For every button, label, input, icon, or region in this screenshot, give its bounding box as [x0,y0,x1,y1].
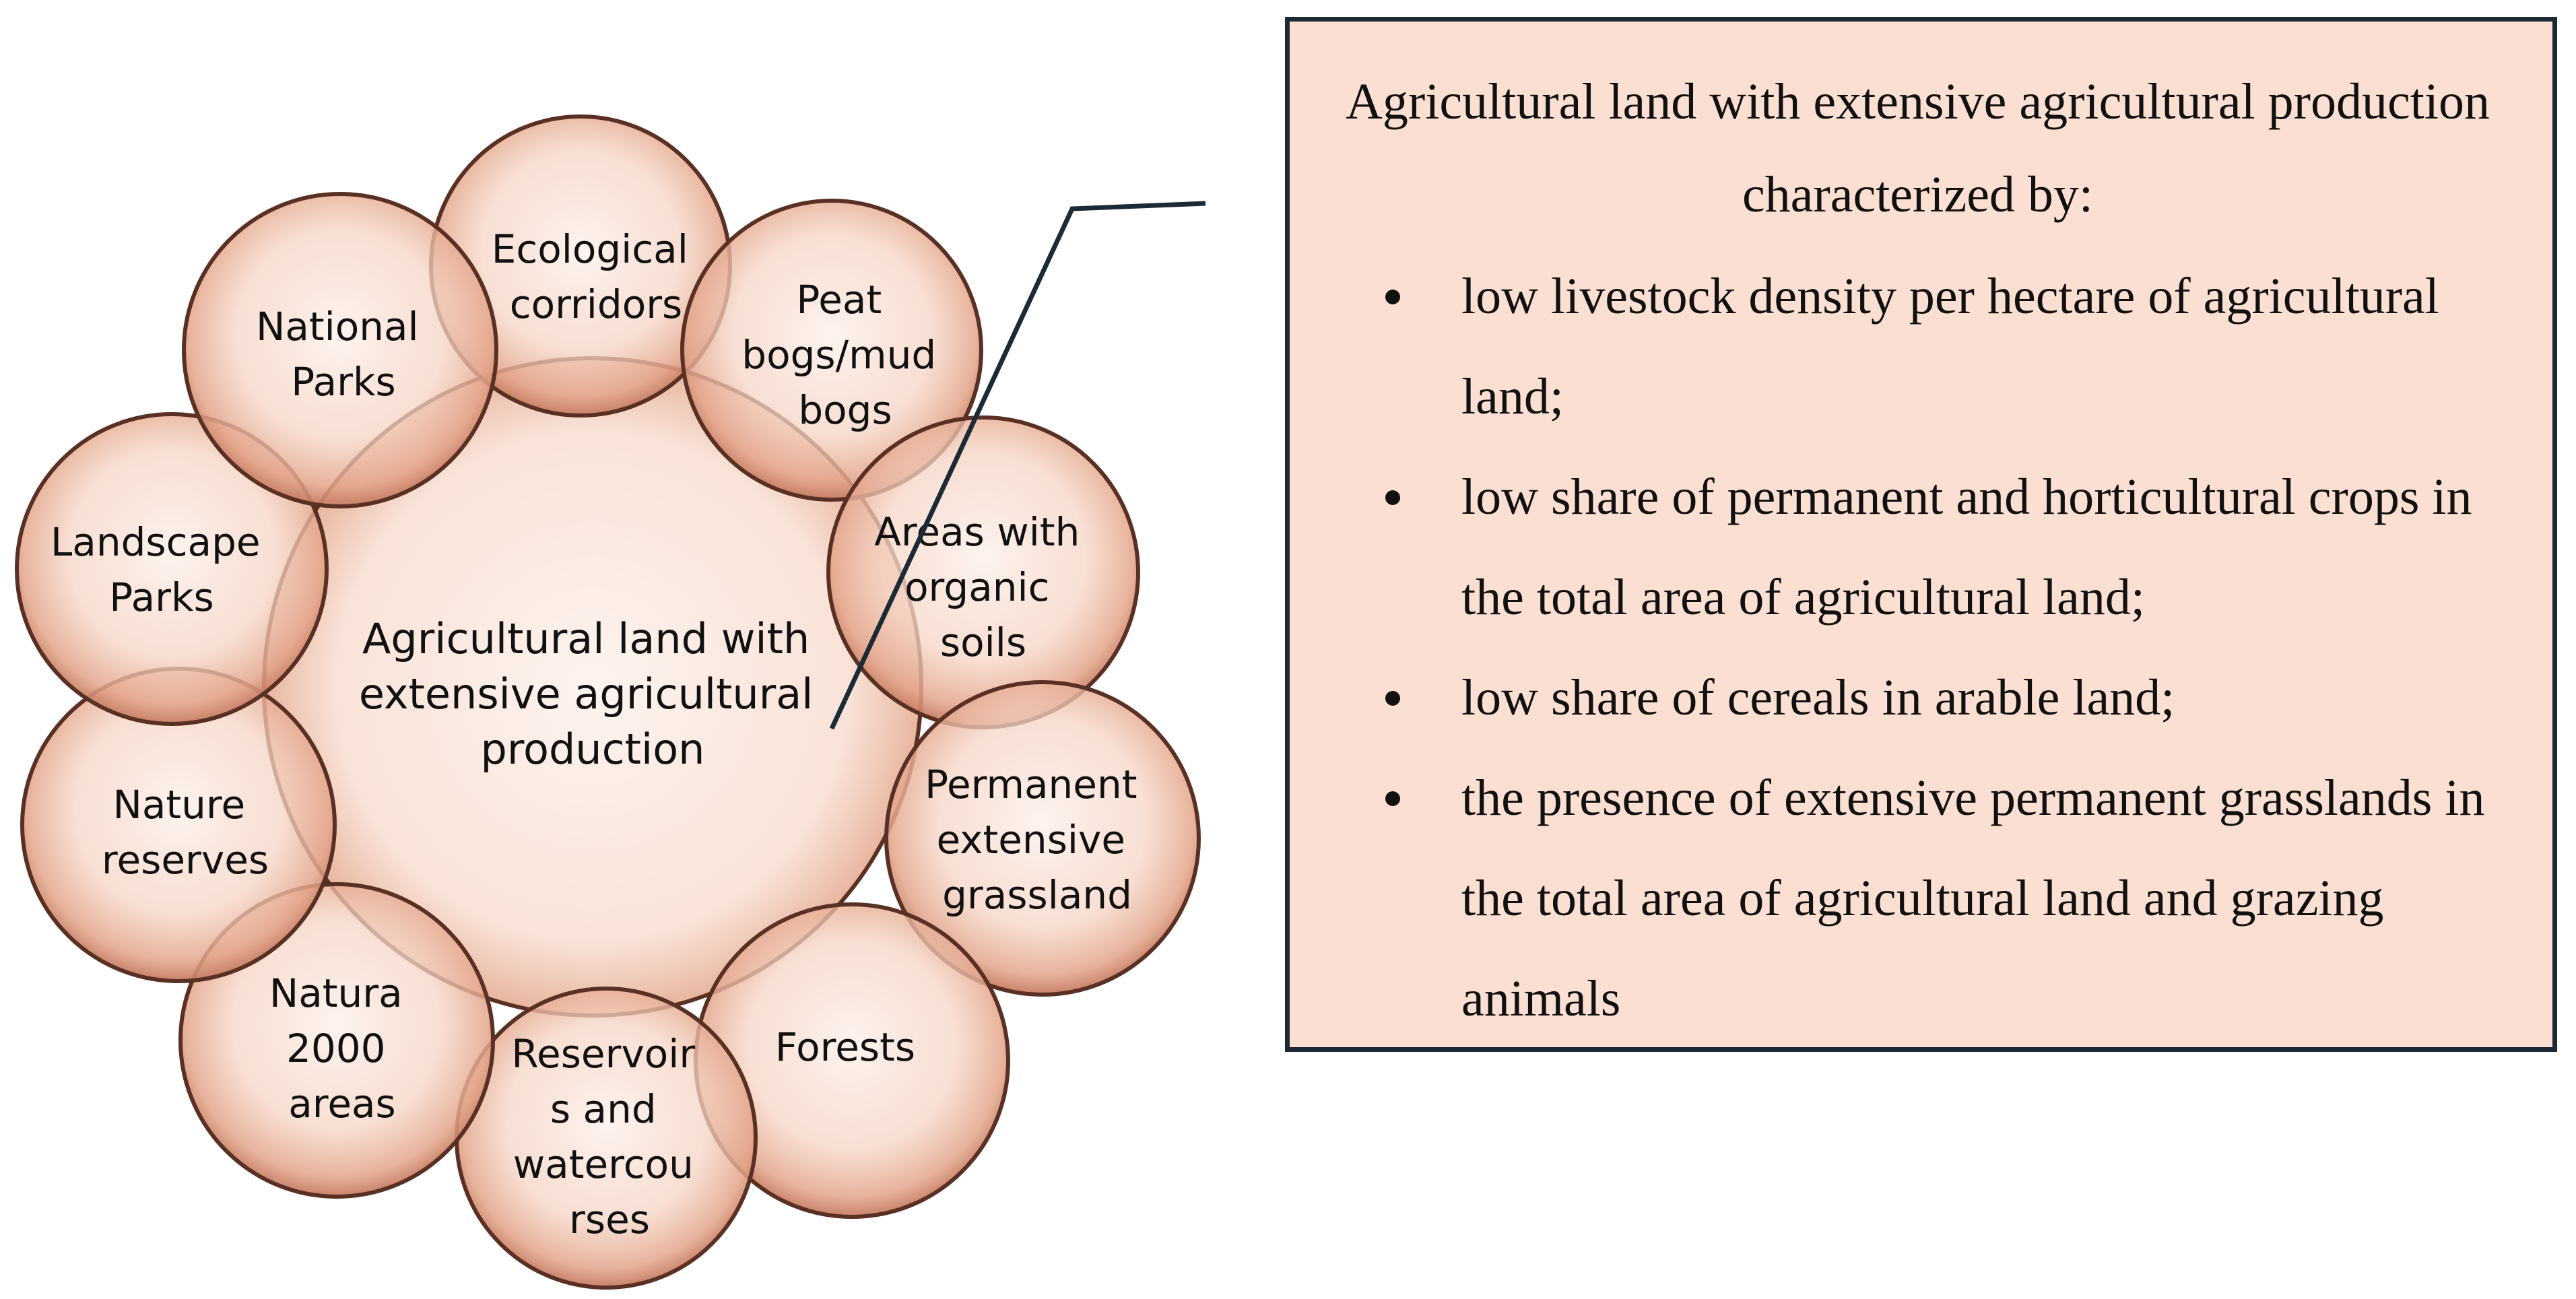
bubble-peat-bogs [680,199,983,502]
bubble-landscape-parks [15,412,329,726]
list-item: the presence of extensive permanent gras… [1337,748,2499,1049]
label-reservoirs: Reservoir s and watercou rses [511,1031,707,1242]
bubble-labels: Ecological corridors Peat bogs/mud bogs … [51,226,1150,1242]
label-peat-bogs: Peat bogs/mud bogs [741,277,948,433]
list-item-text: low share of permanent and horticultural… [1461,469,2472,626]
list-item: low share of cereals in arable land; [1337,648,2499,748]
bullet-icon [1385,290,1400,304]
label-forests: Forests [775,1024,915,1070]
bullet-icon [1385,490,1400,505]
label-ecological-corridors: Ecological corridors [492,226,701,327]
info-box-title: Agricultural land with extensive agricul… [1346,73,2490,223]
label-nature-reserves: Nature reserves [102,782,269,883]
label-natura-2000: Natura 2000 areas [269,970,415,1127]
bubble-national-parks [182,192,498,508]
bubble-permanent-grassland [884,680,1201,997]
label-national-parks: National Parks [256,304,431,405]
list-item-text: low livestock density per hectare of agr… [1461,268,2439,425]
connector-line [829,201,1206,730]
list-item-text: the presence of extensive permanent gras… [1461,770,2485,1027]
label-landscape-parks: Landscape Parks [51,519,273,620]
info-box: Agricultural land with extensive agricul… [1285,17,2557,1052]
info-list: low livestock density per hectare of agr… [1337,246,2499,1049]
bubble-ring [15,114,1201,1290]
list-item: low livestock density per hectare of agr… [1337,246,2499,447]
bullet-icon [1385,791,1400,806]
label-areas-organic-soils: Areas with organic soils [874,509,1092,665]
center-label: Agricultural land with extensive agricul… [359,614,826,774]
label-permanent-grassland: Permanent extensive grassland [925,762,1150,918]
list-item-text: low share of cereals in arable land; [1461,669,2175,726]
bullet-icon [1385,691,1400,706]
list-item: low share of permanent and horticultural… [1337,447,2499,648]
bubble-natura-2000 [178,882,495,1199]
